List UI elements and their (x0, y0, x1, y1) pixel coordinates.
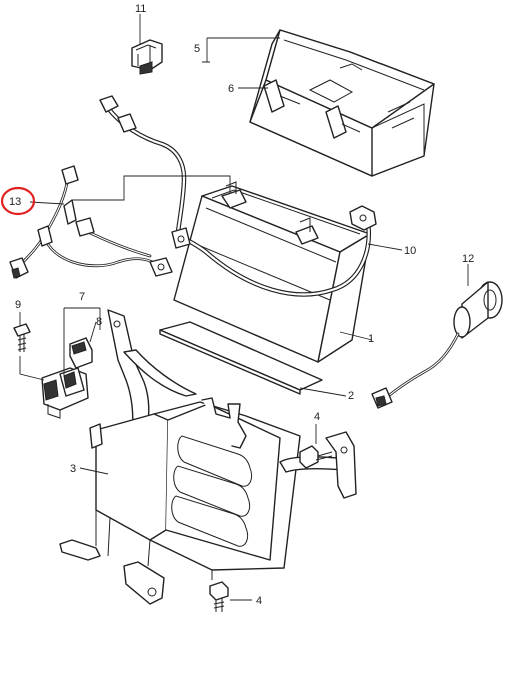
part-10-positive-cable (177, 205, 377, 297)
callout-10: 10 (404, 245, 416, 257)
part-13-wire-harness (9, 165, 173, 279)
callout-13-highlight (0, 186, 36, 216)
callout-13: 13 (9, 196, 21, 208)
callout-1: 1 (368, 333, 374, 345)
callout-6: 6 (228, 83, 234, 95)
part-1-battery (173, 181, 371, 363)
part-11-clip (131, 39, 163, 75)
part-2-battery-pad (159, 321, 323, 395)
part-4-bolt-upper (299, 445, 333, 469)
callout-2: 2 (348, 390, 354, 402)
callout-8: 8 (96, 316, 102, 328)
part-9-screw (13, 323, 31, 352)
callout-5: 5 (194, 43, 200, 55)
callout-9: 9 (15, 299, 21, 311)
part-5-battery-cover (249, 29, 435, 177)
callout-4b: 4 (256, 595, 262, 607)
callout-12: 12 (462, 253, 474, 265)
part-4-bolt-lower (209, 581, 229, 612)
callout-11: 11 (135, 3, 146, 15)
part-12-accessory-socket (371, 281, 503, 409)
part-3-battery-box (59, 309, 357, 605)
callout-3: 3 (70, 463, 76, 475)
part-7-relay (41, 367, 89, 419)
part-8-fuse (69, 337, 93, 369)
callout-7: 7 (79, 291, 85, 303)
leader-lines (19, 14, 469, 601)
callout-4a: 4 (314, 411, 320, 423)
part-negative-cable (99, 95, 191, 249)
